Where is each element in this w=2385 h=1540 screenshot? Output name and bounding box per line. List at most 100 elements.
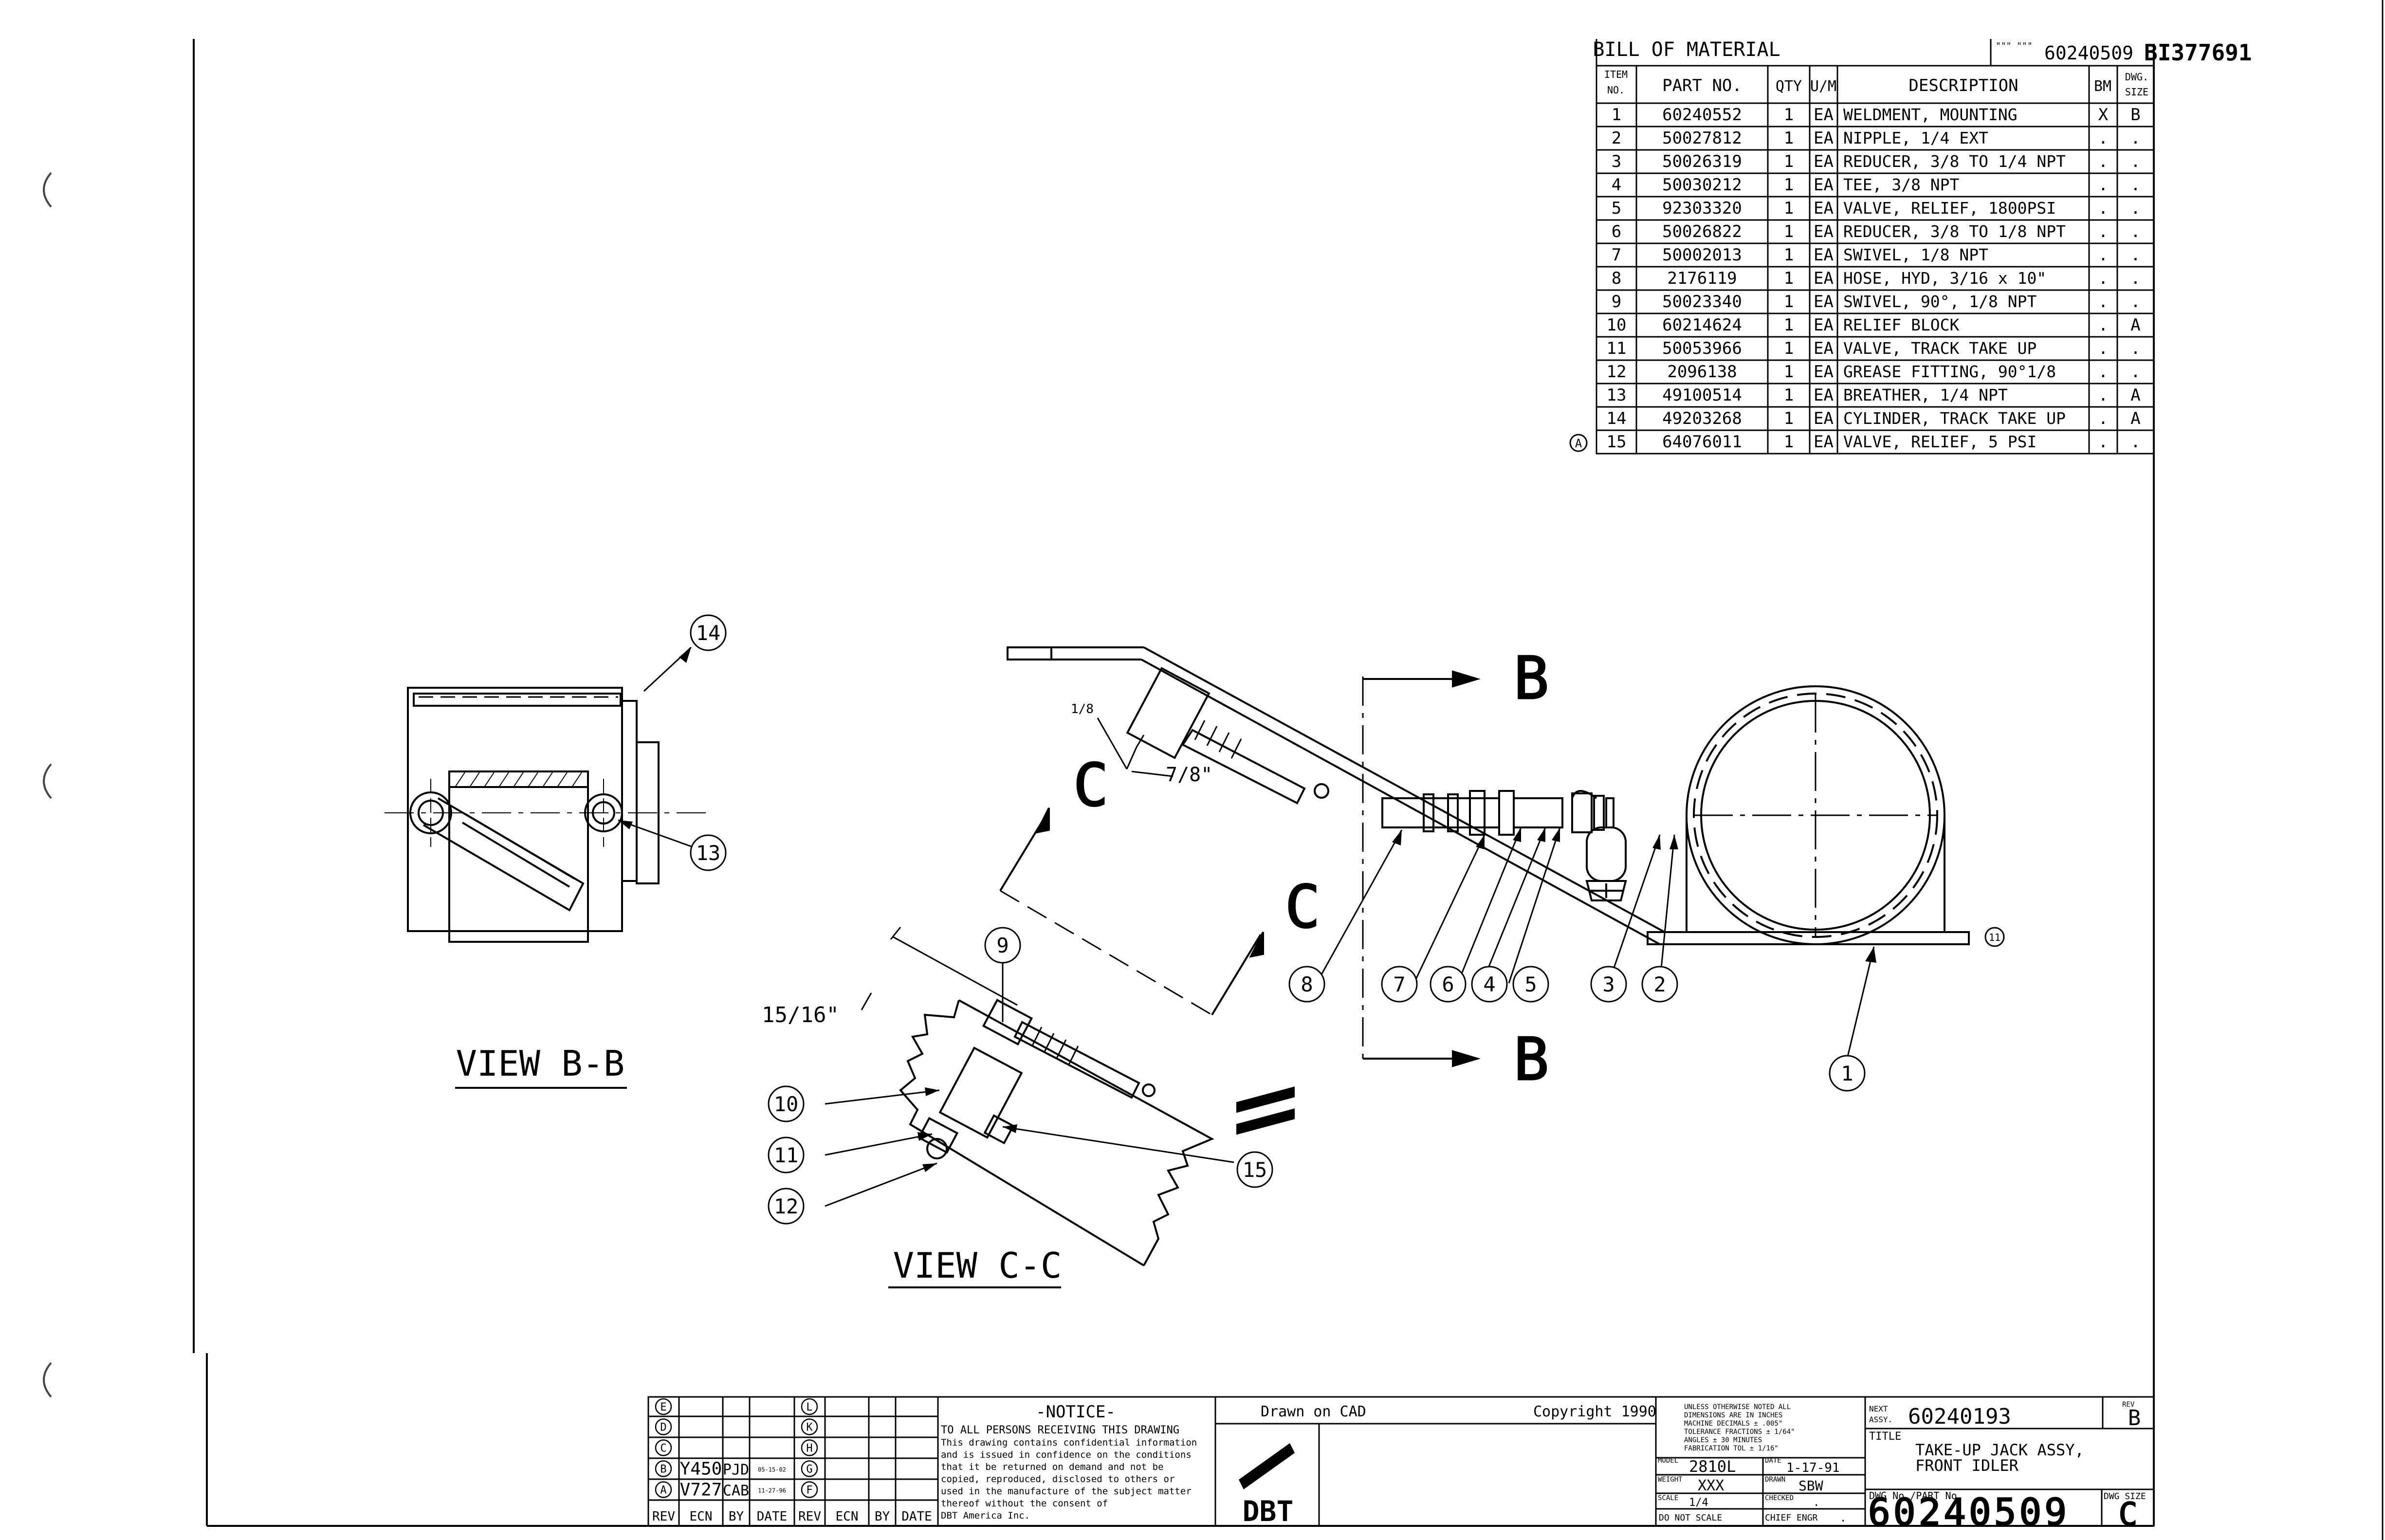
balloon-13-number: 13 (696, 841, 721, 865)
balloon-7-number: 7 (1393, 972, 1405, 996)
bom-cell-item: 9 (1612, 292, 1621, 312)
bom-grid (1596, 65, 2155, 455)
main-assembly-view (999, 646, 1970, 1067)
bom-cell-item: 10 (1607, 315, 1627, 335)
balloon-leaders (825, 827, 1875, 1207)
bom-cell-part: 2176119 (1667, 269, 1737, 288)
balloon-6-number: 6 (1442, 972, 1454, 996)
title-area: NEXT ASSY. 60240193 REV B TITLE TAKE-UP … (1868, 1401, 2146, 1534)
notice-line: thereof without the consent of (941, 1498, 1108, 1509)
dbt-logo: DBT (1236, 1086, 1295, 1528)
dwg-no-label: DWG No./PART No. (1869, 1490, 1963, 1502)
drawn-value: SBW (1798, 1478, 1823, 1494)
rev-header: BY (729, 1509, 744, 1524)
bom-cell-qty: 1 (1784, 245, 1794, 265)
rev-label: REV (2122, 1401, 2135, 1409)
bom-cell-part: 60214624 (1662, 315, 1742, 335)
balloon-4-number: 4 (1483, 972, 1495, 996)
balloon-2-number: 2 (1653, 972, 1666, 996)
bom-cell-part: 49100514 (1662, 385, 1742, 405)
bom-cell-part: 50026822 (1662, 222, 1742, 241)
bom-ref-number: 60240509 (2044, 42, 2133, 64)
date-label: DATE (1765, 1457, 1781, 1465)
do-not-scale: DO NOT SCALE (1659, 1513, 1722, 1523)
rev-header: REV (652, 1509, 675, 1524)
notice-line: This drawing contains confidential infor… (941, 1437, 1197, 1448)
notice-line: used in the manufacture of the subject m… (941, 1486, 1192, 1497)
notice-line: TO ALL PERSONS RECEIVING THIS DRAWING (941, 1424, 1179, 1436)
balloon-small (1984, 927, 2005, 947)
bom-cell-qty: 1 (1784, 269, 1794, 288)
bom-header-um: U/M (1810, 78, 1836, 95)
bom-cell-part: 60240552 (1662, 105, 1742, 125)
tolerance-line: MACHINE DECIMALS ± .005" (1684, 1420, 1782, 1428)
dwg-no-value: 60240509 (1868, 1490, 2070, 1534)
bom-cell-qty: 1 (1784, 222, 1794, 241)
notice-line: and is issued in confidence on the condi… (941, 1449, 1192, 1460)
rev-marker (1569, 434, 1588, 452)
bom-cell-bm: . (2098, 245, 2108, 265)
copyright: Copyright 1990 (1533, 1403, 1656, 1420)
bom-cell-desc: VALVE, TRACK TAKE UP (1843, 339, 2036, 358)
rev-ecn: Y450 (680, 1459, 722, 1479)
bom-header-item-no: NO. (1607, 84, 1625, 96)
bom-cell-size: . (2130, 245, 2140, 265)
bom-cell-um: EA (1814, 199, 1834, 218)
rev-letter-left: A (660, 1485, 666, 1497)
tolerance-line: FABRICATION TOL ± 1/16" (1684, 1445, 1779, 1452)
balloon-14-number: 14 (696, 621, 721, 645)
rev-letter-right: K (806, 1422, 813, 1434)
bom-cell-size: B (2130, 105, 2140, 125)
bom-cell-item: 15 (1607, 432, 1627, 452)
scale-value: 1/4 (1689, 1497, 1708, 1509)
balloon-15 (1236, 1151, 1273, 1188)
bom-cell-qty: 1 (1784, 175, 1794, 195)
chief-engr-value: . (1840, 1512, 1846, 1524)
date-value: 1-17-91 (1786, 1461, 1840, 1475)
balloon-10 (768, 1085, 805, 1122)
bom-cell-item: 14 (1607, 409, 1627, 428)
bom-header-part: PART NO. (1662, 76, 1742, 95)
notice-line: that it be returned on demand and not be (941, 1462, 1164, 1472)
balloon-9 (984, 927, 1021, 964)
bom-cell-bm: . (2098, 152, 2108, 171)
weight-value: XXX (1698, 1477, 1724, 1494)
bom-cell-bm: . (2098, 175, 2108, 195)
rev-header: BY (875, 1509, 890, 1524)
bom-cell-desc: SWIVEL, 1/8 NPT (1843, 245, 1988, 264)
next-assy-label-2: ASSY. (1869, 1415, 1892, 1424)
notice-block: -NOTICE- TO ALL PERSONS RECEIVING THIS D… (941, 1402, 1197, 1521)
balloon-small-number: 11 (1989, 932, 2000, 943)
dimension-1-8: 1/8 (1071, 702, 1094, 716)
bom-cell-part: 50023340 (1662, 292, 1742, 312)
bom-cell-bm: . (2098, 339, 2108, 358)
rev-letter-left: E (660, 1401, 666, 1413)
bom-cell-bm: . (2098, 315, 2108, 335)
bom-cell-um: EA (1814, 105, 1834, 125)
bom-cell-size: . (2130, 222, 2140, 241)
section-b-bottom-label: B (1514, 1026, 1549, 1094)
bom-cell-bm: . (2098, 222, 2108, 241)
rev-header: DATE (757, 1509, 788, 1524)
bom-cell-um: EA (1814, 432, 1834, 452)
bom-cell-qty: 1 (1784, 409, 1794, 428)
bom-cell-qty: 1 (1784, 432, 1794, 452)
bom-cell-um: EA (1814, 269, 1834, 288)
section-c-upper-label: C (1073, 752, 1108, 820)
dwg-size-label: DWG SIZE (2104, 1491, 2146, 1502)
bom-cell-size: . (2130, 292, 2140, 312)
rev-header: DATE (901, 1509, 932, 1524)
rev-letter-left: D (660, 1422, 666, 1434)
balloon-3 (1590, 966, 1627, 1003)
drawn-on-cad: Drawn on CAD (1261, 1403, 1366, 1420)
tolerance-line: TOLERANCE FRACTIONS ± 1/64" (1684, 1428, 1795, 1436)
title-line-2: FRONT IDLER (1915, 1456, 2019, 1475)
balloon-13 (690, 834, 727, 871)
next-assy-value: 60240193 (1908, 1404, 2011, 1429)
balloon-4 (1471, 966, 1508, 1003)
bom-cell-desc: REDUCER, 3/8 TO 1/4 NPT (1843, 152, 2066, 171)
